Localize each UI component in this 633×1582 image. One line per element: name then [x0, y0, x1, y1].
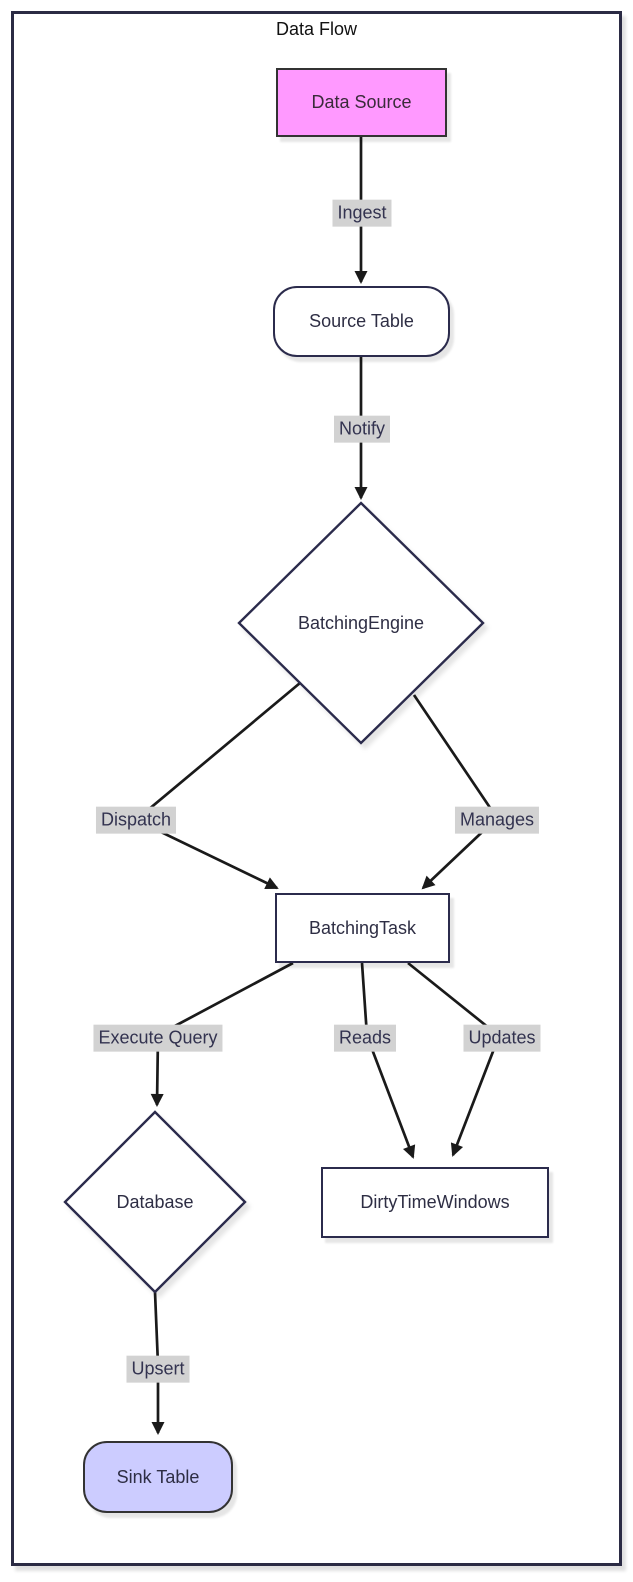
diagram-frame	[11, 11, 622, 1566]
edge-label-updates: Updates	[463, 1024, 541, 1052]
edge-label-manages: Manages	[454, 806, 540, 834]
edge-dispatch-line	[133, 681, 301, 890]
edge-reads-line	[360, 962, 416, 1159]
node-sink-table-label: Sink Table	[116, 1466, 200, 1487]
node-batching-task-label: BatchingTask	[308, 917, 417, 938]
node-database-shape	[63, 1110, 247, 1294]
edge-updates-line	[407, 961, 501, 1157]
node-sink-table: Sink Table	[83, 1441, 233, 1513]
edge-label-ingest: Ingest	[332, 199, 392, 227]
edge-label-execute-query: Execute Query	[93, 1024, 223, 1052]
node-data-source-label: Data Source	[311, 92, 412, 112]
node-batching-task: BatchingTask	[275, 893, 450, 963]
edge-manages-line	[412, 694, 499, 890]
node-source-table: Source Table	[273, 286, 450, 357]
node-data-source: Data Source	[276, 68, 447, 137]
node-batching-engine-shape	[237, 501, 485, 745]
edge-label-reads: Reads	[333, 1024, 397, 1052]
diagram-title: Data Flow	[275, 19, 358, 39]
node-dirty-time-windows: DirtyTimeWindows	[321, 1167, 549, 1238]
edge-label-upsert: Upsert	[126, 1355, 190, 1383]
edge-label-notify: Notify	[333, 415, 391, 443]
node-source-table-label: Source Table	[309, 311, 414, 331]
node-dirty-time-windows-label: DirtyTimeWindows	[360, 1192, 510, 1212]
edge-label-dispatch: Dispatch	[95, 806, 177, 834]
